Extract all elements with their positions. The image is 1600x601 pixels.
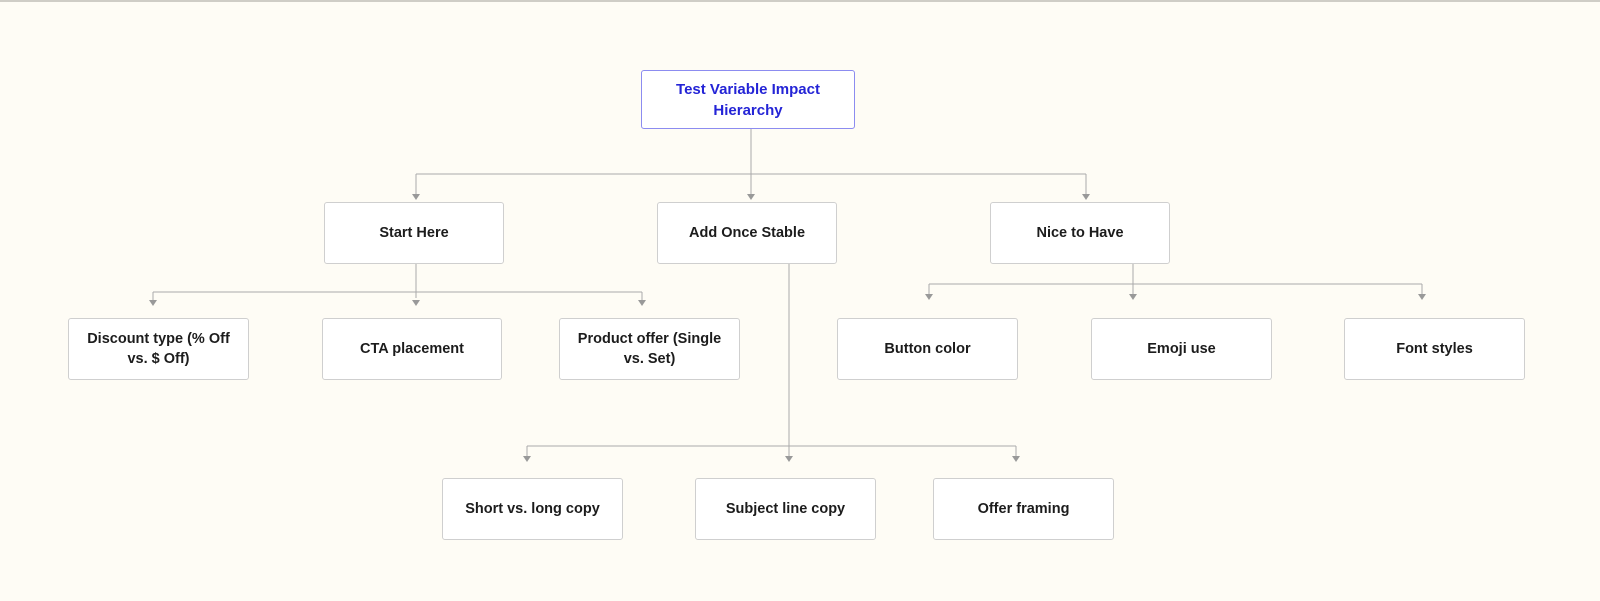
leaf-node-button-color: Button color bbox=[837, 318, 1018, 380]
leaf-node-discount-type: Discount type (% Off vs. $ Off) bbox=[68, 318, 249, 380]
category-node-nice-to-have: Nice to Have bbox=[990, 202, 1170, 264]
leaf-node-font-styles: Font styles bbox=[1344, 318, 1525, 380]
leaf-node-label: Button color bbox=[884, 341, 971, 357]
root-node-label: Test Variable Impact Hierarchy bbox=[676, 80, 820, 119]
connector-start-here-to-items bbox=[152, 264, 643, 300]
leaf-node-label: Short vs. long copy bbox=[465, 501, 600, 517]
leaf-node-label: Offer framing bbox=[977, 501, 1070, 517]
arrowheads-root-to-categories bbox=[412, 194, 1090, 200]
leaf-node-product-offer: Product offer (Single vs. Set) bbox=[559, 318, 740, 380]
leaf-node-cta-placement: CTA placement bbox=[322, 318, 502, 380]
leaf-node-offer-framing: Offer framing bbox=[933, 478, 1114, 540]
leaf-node-label: Product offer (Single vs. Set) bbox=[577, 331, 722, 367]
arrowheads-add-once-stable-items bbox=[523, 456, 1020, 462]
leaf-node-emoji-use: Emoji use bbox=[1091, 318, 1272, 380]
connector-root-to-categories bbox=[415, 129, 1087, 194]
category-node-label: Add Once Stable bbox=[688, 225, 806, 241]
leaf-node-label: CTA placement bbox=[360, 341, 464, 357]
connector-nice-to-have-to-items bbox=[928, 264, 1423, 294]
category-node-label: Nice to Have bbox=[1036, 225, 1124, 241]
category-node-add-once-stable: Add Once Stable bbox=[657, 202, 837, 264]
leaf-node-short-vs-long-copy: Short vs. long copy bbox=[442, 478, 623, 540]
leaf-node-label: Discount type (% Off vs. $ Off) bbox=[87, 331, 230, 367]
leaf-node-label: Font styles bbox=[1396, 341, 1473, 357]
leaf-node-label: Subject line copy bbox=[725, 501, 846, 517]
arrowheads-start-here-items bbox=[149, 300, 646, 306]
connector-add-once-stable-to-items bbox=[526, 264, 1017, 456]
leaf-node-label: Emoji use bbox=[1147, 341, 1216, 357]
root-node-title: Test Variable Impact Hierarchy bbox=[641, 70, 855, 129]
arrowheads-nice-to-have-items bbox=[925, 294, 1426, 300]
category-node-start-here: Start Here bbox=[324, 202, 504, 264]
category-node-label: Start Here bbox=[379, 225, 449, 241]
leaf-node-subject-line-copy: Subject line copy bbox=[695, 478, 876, 540]
